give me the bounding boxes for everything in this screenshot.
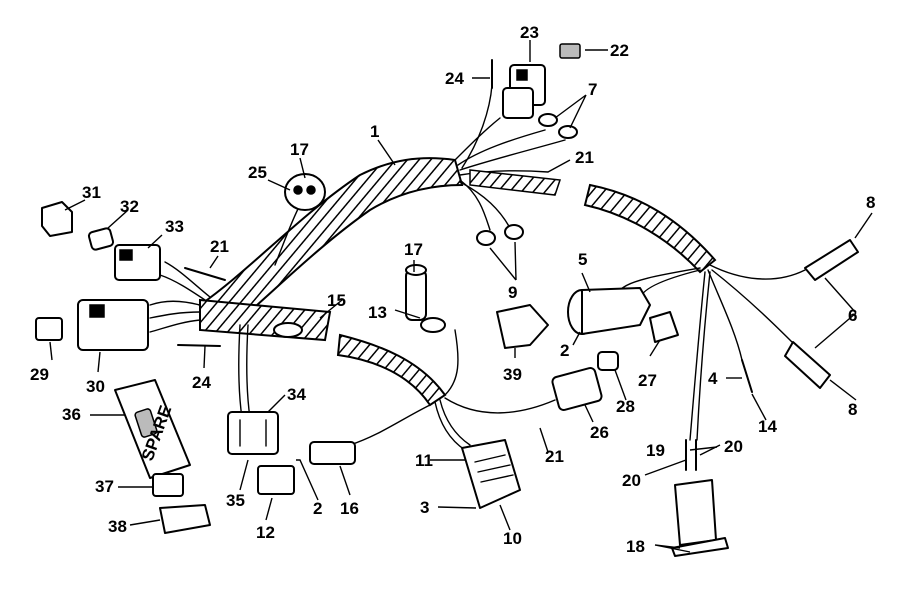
connector-34 xyxy=(227,411,279,455)
callout-34: 34 xyxy=(287,385,306,404)
connector-8-bottom xyxy=(784,341,831,389)
ring-terminals-9 xyxy=(476,224,524,246)
cap-38 xyxy=(159,504,211,534)
callout-21-left: 21 xyxy=(210,237,229,256)
callout-27: 27 xyxy=(638,371,657,390)
clip-22 xyxy=(559,43,581,59)
callout-36: 36 xyxy=(62,405,81,424)
connector-8-top xyxy=(804,239,859,281)
callout-21-bottom: 21 xyxy=(545,447,564,466)
callout-6: 6 xyxy=(848,306,857,325)
callout-32: 32 xyxy=(120,197,139,216)
connector-11 xyxy=(461,439,521,509)
callout-18: 18 xyxy=(626,537,645,556)
callout-19: 19 xyxy=(646,441,665,460)
callout-5: 5 xyxy=(578,250,587,269)
callout-23: 23 xyxy=(520,23,539,42)
callout-numbers: 1 17 25 24 23 22 7 21 9 17 13 15 31 32 3… xyxy=(30,23,875,556)
callout-15: 15 xyxy=(327,291,346,310)
boot-29 xyxy=(35,317,63,341)
callout-28: 28 xyxy=(616,397,635,416)
callout-24-top: 24 xyxy=(445,69,464,88)
callout-20-right: 20 xyxy=(724,437,743,456)
fuse-37 xyxy=(152,473,184,497)
connector-18 xyxy=(671,479,729,557)
connector-5 xyxy=(567,287,651,335)
callout-7: 7 xyxy=(588,80,597,99)
callout-37: 37 xyxy=(95,477,114,496)
callout-2-mid: 2 xyxy=(560,341,569,360)
plug-13 xyxy=(405,264,446,333)
seal-32 xyxy=(87,227,115,251)
callout-26: 26 xyxy=(590,423,609,442)
callout-14: 14 xyxy=(758,417,777,436)
callout-13: 13 xyxy=(368,303,387,322)
callout-39: 39 xyxy=(503,365,522,384)
boot-31 xyxy=(41,201,73,237)
seal-28 xyxy=(597,351,619,371)
callout-10: 10 xyxy=(503,529,522,548)
callout-16: 16 xyxy=(340,499,359,518)
callout-38: 38 xyxy=(108,517,127,536)
terminal-24-left xyxy=(177,344,221,347)
callout-31: 31 xyxy=(82,183,101,202)
callout-8-bottom: 8 xyxy=(848,400,857,419)
right-harness-branch xyxy=(583,183,806,441)
callout-12: 12 xyxy=(256,523,275,542)
lower-harness-branch xyxy=(336,329,556,451)
callout-30: 30 xyxy=(86,377,105,396)
terminal-21-left xyxy=(184,267,226,281)
connector-33 xyxy=(114,244,161,281)
callout-29: 29 xyxy=(30,365,49,384)
callout-21-top: 21 xyxy=(575,148,594,167)
sensor-16 xyxy=(309,441,356,465)
connector-30 xyxy=(77,299,149,351)
connector-23 xyxy=(502,64,546,119)
callout-8-top: 8 xyxy=(866,193,875,212)
terminal-4 xyxy=(741,359,753,393)
connector-26 xyxy=(551,367,603,411)
grommet-25 xyxy=(284,173,326,211)
leader-lines xyxy=(49,40,873,553)
terminal-27 xyxy=(649,311,679,343)
callout-22: 22 xyxy=(610,41,629,60)
plug-39 xyxy=(496,304,549,349)
connector-12 xyxy=(257,465,295,495)
callout-33: 33 xyxy=(165,217,184,236)
callout-25: 25 xyxy=(248,163,267,182)
callout-2-left: 2 xyxy=(313,499,322,518)
callout-17-top: 17 xyxy=(290,140,309,159)
callout-4: 4 xyxy=(708,369,718,388)
callout-24-left: 24 xyxy=(192,373,211,392)
callout-20-left: 20 xyxy=(622,471,641,490)
callout-9: 9 xyxy=(508,283,517,302)
callout-1: 1 xyxy=(370,122,379,141)
callout-11: 11 xyxy=(415,451,433,470)
fuse-holder-36: SPARE xyxy=(114,379,191,479)
ring-terminals-7 xyxy=(538,113,578,139)
main-harness-trunk xyxy=(149,84,566,419)
callout-17-mid: 17 xyxy=(404,240,423,259)
callout-3: 3 xyxy=(420,498,429,517)
callout-35: 35 xyxy=(226,491,245,510)
terminals-19-20 xyxy=(685,439,697,471)
